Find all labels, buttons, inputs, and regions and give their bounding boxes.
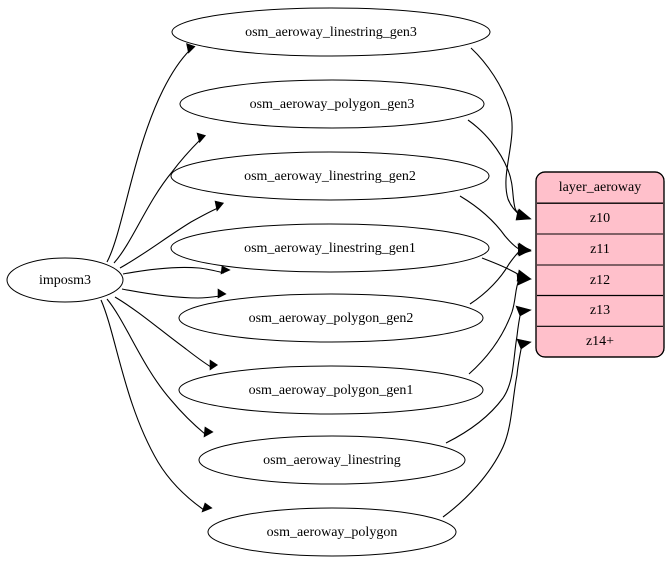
arrowhead-linestring	[203, 426, 214, 438]
layer-aeroway-row-z13[interactable]: z13	[590, 303, 610, 318]
layer-aeroway-row-z10[interactable]: z10	[590, 211, 610, 226]
node-osm_aeroway_polygon_gen3[interactable]: osm_aeroway_polygon_gen3	[179, 79, 485, 129]
layer-aeroway-row-z13-label: z13	[590, 303, 610, 318]
edge-linestring-gen2-to-z11	[459, 195, 522, 251]
arrowhead-linestring-gen3	[186, 43, 196, 54]
osm_aeroway_linestring_gen2-label: osm_aeroway_linestring_gen2	[244, 169, 416, 184]
edge-imposm3-to-linestring-gen1	[122, 266, 225, 275]
layer-aeroway-row-z14plus[interactable]: z14+	[586, 334, 614, 349]
arrowhead-polygon	[201, 502, 213, 513]
node-osm_aeroway_polygon[interactable]: osm_aeroway_polygon	[207, 507, 457, 557]
imposm3-ellipse[interactable]	[6, 257, 124, 303]
arrowhead-z13	[515, 305, 532, 317]
arrowhead-z11-b	[517, 243, 532, 257]
arrowhead-polygon-gen3	[196, 132, 207, 144]
edge-polygon-gen2-to-z11	[469, 249, 522, 305]
layer-aeroway-row-z11-label: z11	[590, 242, 610, 257]
osm_aeroway_linestring-label: osm_aeroway_linestring	[263, 453, 401, 468]
edge-polygon-to-z14	[442, 343, 523, 518]
arrowhead-linestring-gen2	[214, 200, 225, 212]
node-osm_aeroway_linestring_gen2[interactable]: osm_aeroway_linestring_gen2	[170, 151, 490, 201]
osm_aeroway_polygon_gen1-label: osm_aeroway_polygon_gen1	[249, 383, 414, 398]
imposm3-label: imposm3	[39, 273, 91, 288]
layer-aeroway-outline	[535, 171, 665, 358]
arrowhead-z14	[516, 338, 532, 350]
edge-linestring-to-z13	[445, 310, 522, 444]
layer-aeroway-header-label: layer_aeroway	[559, 180, 641, 195]
edge-group-tables-to-layer	[442, 47, 532, 518]
edge-linestring-gen1-to-z12	[481, 257, 522, 277]
edge-imposm3-to-polygon-gen1	[114, 296, 212, 368]
arrowhead-polygon-gen1	[209, 359, 219, 371]
layer-aeroway-header-cell: layer_aeroway	[559, 180, 641, 195]
node-osm_aeroway_polygon_gen1[interactable]: osm_aeroway_polygon_gen1	[178, 365, 484, 415]
osm_aeroway_linestring_gen3-label: osm_aeroway_linestring_gen3	[245, 25, 417, 40]
edge-imposm3-to-polygon-gen3	[113, 139, 201, 264]
node-osm_aeroway_linestring[interactable]: osm_aeroway_linestring	[198, 435, 466, 485]
edge-imposm3-to-polygon-gen2	[121, 288, 221, 299]
edge-imposm3-to-linestring-gen3	[106, 49, 191, 263]
node-imposm3[interactable]: imposm3	[6, 257, 124, 303]
edge-polygon-gen3-to-z10	[467, 119, 522, 217]
osm_aeroway_linestring_gen2-ellipse[interactable]	[170, 151, 490, 201]
arrowhead-polygon-gen2	[217, 288, 227, 299]
layer-aeroway-row-z12-label: z12	[590, 273, 610, 288]
osm_aeroway_linestring-ellipse[interactable]	[198, 435, 466, 485]
osm_aeroway_linestring_gen1-ellipse[interactable]	[170, 223, 490, 273]
layer-aeroway-row-z10-label: z10	[590, 211, 610, 226]
edge-linestring-gen3-to-z10	[470, 47, 522, 217]
layer-aeroway-row-z11[interactable]: z11	[590, 242, 610, 257]
node-layer_aeroway[interactable]: layer_aeroway z10 z11 z12 z13	[535, 171, 665, 358]
edge-imposm3-to-polygon	[100, 299, 205, 511]
osm_aeroway_linestring_gen3-ellipse[interactable]	[171, 7, 491, 57]
osm_aeroway_polygon_gen1-ellipse[interactable]	[178, 365, 484, 415]
edge-imposm3-to-linestring	[106, 298, 206, 435]
node-osm_aeroway_linestring_gen1[interactable]: osm_aeroway_linestring_gen1	[170, 223, 490, 273]
osm_aeroway_linestring_gen1-label: osm_aeroway_linestring_gen1	[244, 241, 416, 256]
node-osm_aeroway_linestring_gen3[interactable]: osm_aeroway_linestring_gen3	[171, 7, 491, 57]
layer-aeroway-row-z12[interactable]: z12	[590, 273, 610, 288]
osm_aeroway_polygon-ellipse[interactable]	[207, 507, 457, 557]
layer-aeroway-row-z14plus-label: z14+	[586, 334, 614, 349]
edge-polygon-gen1-to-z12	[468, 279, 520, 375]
osm_aeroway_polygon_gen3-label: osm_aeroway_polygon_gen3	[250, 97, 415, 112]
arrowhead-z10-b	[515, 209, 531, 221]
osm_aeroway_polygon_gen2-ellipse[interactable]	[178, 293, 484, 343]
node-osm_aeroway_polygon_gen2[interactable]: osm_aeroway_polygon_gen2	[178, 293, 484, 343]
osm_aeroway_polygon_gen3-ellipse[interactable]	[179, 79, 485, 129]
osm_aeroway_polygon-label: osm_aeroway_polygon	[267, 525, 398, 540]
arrowhead-z12-b	[516, 273, 532, 286]
edge-imposm3-to-linestring-gen2	[119, 207, 219, 269]
arrowhead-linestring-gen1	[220, 265, 231, 275]
osm_aeroway_polygon_gen2-label: osm_aeroway_polygon_gen2	[249, 311, 414, 326]
edge-group-source-to-tables	[100, 43, 231, 513]
